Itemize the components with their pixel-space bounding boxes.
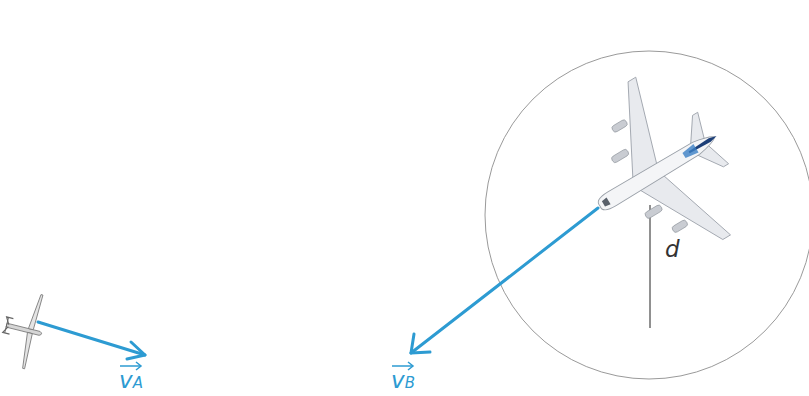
velocity-label: vB: [391, 369, 415, 392]
distance-label: d: [665, 238, 680, 261]
airliner: [552, 57, 764, 285]
drone: [0, 288, 51, 371]
separation-circle: [485, 51, 809, 379]
velocity-vector: [38, 322, 145, 359]
distance-line: [650, 205, 651, 328]
velocity-vector: [411, 208, 598, 353]
vector-over-arrow: [120, 362, 413, 370]
velocity-label: vA: [119, 369, 143, 392]
